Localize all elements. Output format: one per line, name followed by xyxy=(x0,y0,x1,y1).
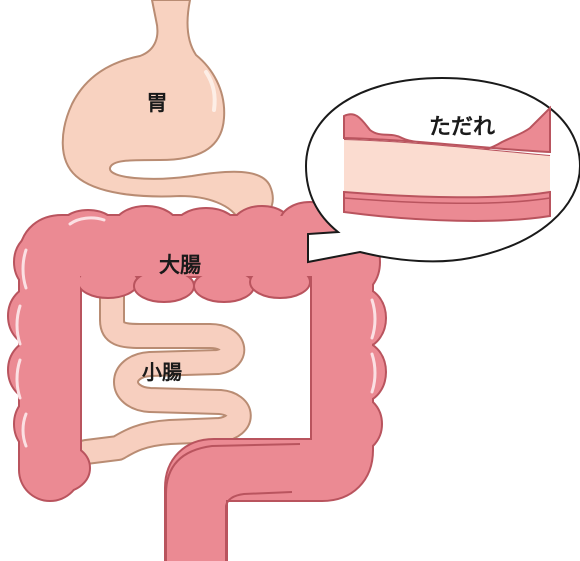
small-intestine: 小腸 xyxy=(86,290,239,452)
large-intestine-label: 大腸 xyxy=(159,253,201,277)
small-intestine-label: 小腸 xyxy=(142,360,182,384)
stomach: 胃 xyxy=(63,0,273,222)
wall-lower-layer xyxy=(344,192,550,221)
callout-label: ただれ xyxy=(429,115,495,140)
stomach-shape xyxy=(63,0,273,222)
callout-bubble: ただれ xyxy=(306,78,580,262)
stomach-label: 胃 xyxy=(147,91,168,115)
